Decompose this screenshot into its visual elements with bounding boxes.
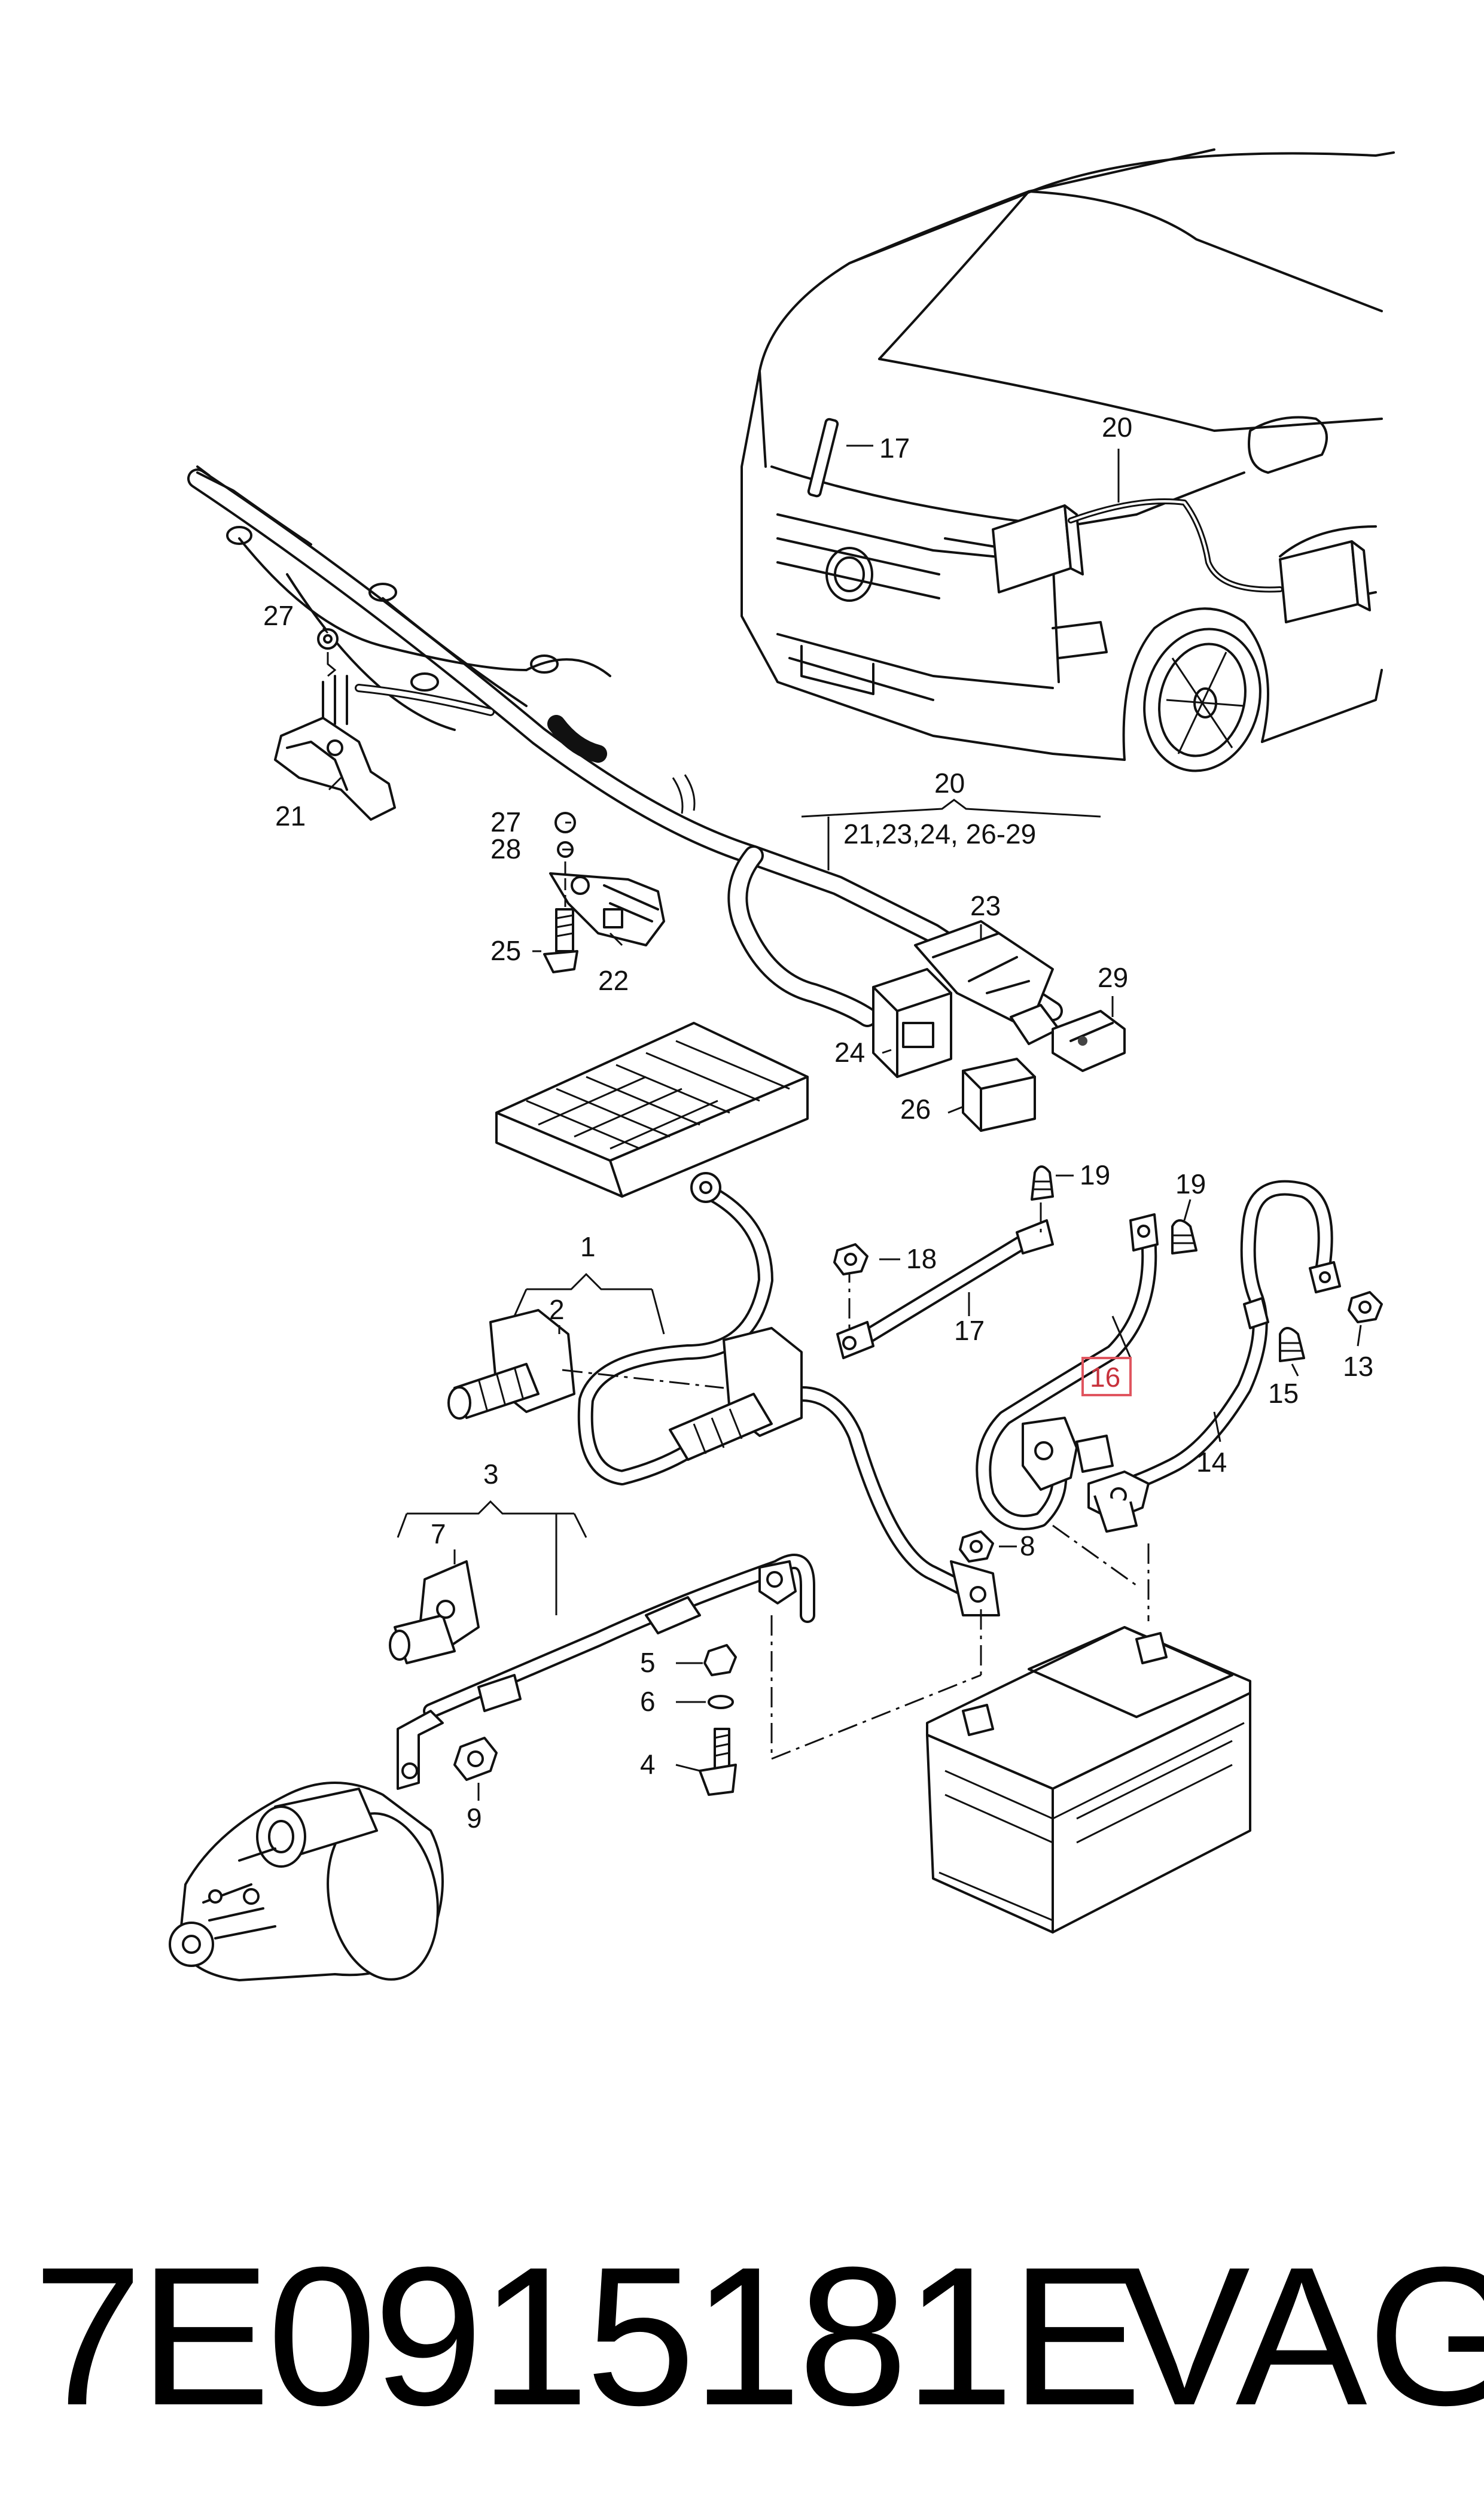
callout-26: 26 bbox=[900, 1094, 931, 1125]
callout-18: 18 bbox=[906, 1243, 937, 1274]
bracket-22 bbox=[543, 812, 665, 973]
boot-2-installed bbox=[669, 1327, 803, 1461]
fuse-tray bbox=[495, 1022, 809, 1198]
callout-27-top: 27 bbox=[263, 600, 294, 631]
callout-3: 3 bbox=[483, 1459, 499, 1490]
cable-17 bbox=[836, 1202, 1054, 1359]
fuse-29 bbox=[1052, 1010, 1126, 1072]
cable-1 bbox=[577, 1172, 1000, 1616]
wiring-harness bbox=[187, 465, 1063, 1027]
callout-7: 7 bbox=[431, 1518, 446, 1549]
callout-13: 13 bbox=[1343, 1351, 1373, 1382]
brand-label: VAG bbox=[1119, 2225, 1484, 2446]
nut-13 bbox=[1348, 1291, 1383, 1323]
nut-5-washer-6-bolt-4 bbox=[699, 1644, 737, 1796]
callout-8: 8 bbox=[1020, 1530, 1035, 1561]
callout-15: 15 bbox=[1268, 1378, 1299, 1409]
callout-1: 1 bbox=[580, 1231, 596, 1262]
cable-holder-7 bbox=[389, 1560, 480, 1664]
relay-26 bbox=[962, 1058, 1036, 1132]
nut-8 bbox=[959, 1530, 994, 1563]
callout-6: 6 bbox=[640, 1686, 656, 1717]
starter-motor bbox=[169, 1782, 444, 1981]
cable-14 bbox=[1087, 1180, 1341, 1533]
callout-20-group: 20 bbox=[934, 768, 965, 799]
callout-labels: 17 20 20 21,23,24, 26-29 27 21 27 28 25 … bbox=[263, 412, 1373, 1834]
callout-21: 21 bbox=[275, 800, 306, 832]
nut-18 bbox=[833, 1243, 869, 1275]
callout-19-right: 19 bbox=[1175, 1168, 1206, 1199]
callout-17-cable: 17 bbox=[954, 1315, 985, 1346]
battery bbox=[926, 1626, 1251, 1934]
relay-carrier-23 bbox=[914, 920, 1060, 1045]
callout-28: 28 bbox=[490, 833, 521, 864]
callout-19-left: 19 bbox=[1080, 1159, 1110, 1191]
nut-15 bbox=[1279, 1327, 1305, 1362]
highlight-box-16 bbox=[1081, 1357, 1132, 1396]
nut-9 bbox=[453, 1737, 498, 1781]
callout-24: 24 bbox=[834, 1037, 865, 1068]
callout-2: 2 bbox=[549, 1294, 565, 1325]
nut-19-right bbox=[1171, 1219, 1197, 1255]
callout-29: 29 bbox=[1098, 962, 1128, 993]
callout-20-group-range: 21,23,24, 26-29 bbox=[843, 818, 1036, 850]
part-number: 7E0915181E bbox=[33, 2225, 1142, 2446]
vehicle-drawing bbox=[741, 148, 1395, 772]
relay-24 bbox=[872, 968, 952, 1078]
callout-25: 25 bbox=[490, 935, 521, 966]
bracket-21 bbox=[274, 675, 396, 821]
callout-23: 23 bbox=[970, 890, 1001, 921]
callout-16-highlighted: 16 bbox=[1090, 1362, 1120, 1393]
leader-lines bbox=[322, 444, 1362, 1801]
cable-16 bbox=[976, 1213, 1159, 1530]
callout-4: 4 bbox=[640, 1749, 656, 1780]
callout-14: 14 bbox=[1196, 1447, 1227, 1478]
callout-9: 9 bbox=[467, 1803, 482, 1834]
callout-22: 22 bbox=[598, 965, 629, 996]
boot-2 bbox=[447, 1309, 575, 1420]
callout-20-car: 20 bbox=[1102, 412, 1132, 443]
nut-19-left bbox=[1031, 1165, 1054, 1201]
callout-5: 5 bbox=[640, 1647, 656, 1678]
exploded-parts-diagram: 17 20 20 21,23,24, 26-29 27 21 27 28 25 … bbox=[169, 148, 1395, 1981]
cable-3 bbox=[397, 1554, 815, 1790]
callout-17-hood: 17 bbox=[879, 433, 910, 464]
callout-27-mid: 27 bbox=[490, 806, 521, 838]
